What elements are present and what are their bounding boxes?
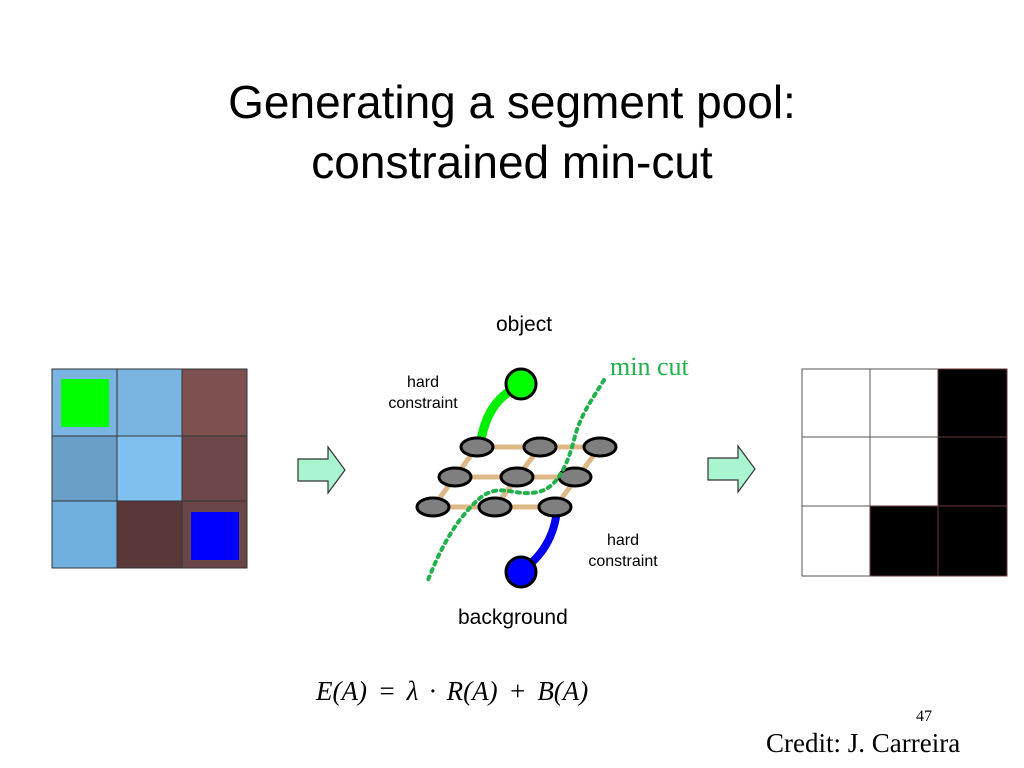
credit-text: Credit: J. Carreira <box>766 728 961 758</box>
hard-constraint-bottom-line-1: hard <box>606 532 640 549</box>
graph-node <box>459 436 495 458</box>
title-line-2: constrained min-cut <box>311 136 713 188</box>
input-cell <box>116 500 183 569</box>
right-arrow-icon <box>297 445 346 495</box>
page-number: 47 <box>916 708 932 725</box>
object-terminal-node <box>504 367 538 401</box>
output-cell <box>801 505 871 577</box>
output-cell <box>937 368 1008 438</box>
input-cell <box>181 368 248 437</box>
title-line-1: Generating a segment pool: <box>228 76 796 128</box>
graph-node <box>522 436 558 458</box>
output-mask-grid <box>801 368 1008 577</box>
input-cell <box>51 435 118 502</box>
graph-node <box>437 466 473 488</box>
background-seed-square <box>191 512 239 560</box>
hard-constraint-top-label: hard constraint <box>368 372 478 414</box>
hard-constraint-bottom-label: hard constraint <box>568 530 678 572</box>
min-cut-label: min cut <box>610 352 689 381</box>
object-seed-square <box>61 379 109 427</box>
graph-node <box>415 496 451 518</box>
object-label: object <box>496 313 553 336</box>
right-arrow-icon <box>707 444 756 494</box>
input-cell <box>51 500 118 569</box>
background-label: background <box>458 606 568 629</box>
graph-node <box>499 466 535 488</box>
graph-node <box>537 496 573 518</box>
hard-constraint-top-line-2: constraint <box>388 395 458 412</box>
output-cell <box>869 505 939 577</box>
graph-nodes <box>415 436 618 518</box>
output-cell <box>801 436 871 507</box>
input-cell <box>181 435 248 502</box>
energy-formula: E(A) = λ · R(A) + B(A) <box>316 676 589 706</box>
output-cell <box>869 436 939 507</box>
hard-constraint-bottom-line-2: constraint <box>588 553 658 570</box>
input-cell <box>116 368 183 437</box>
output-cell <box>937 436 1008 507</box>
hard-constraint-top-line-1: hard <box>406 374 440 391</box>
graph-node <box>582 436 618 458</box>
output-cell <box>937 505 1008 577</box>
slide-title: Generating a segment pool: constrained m… <box>0 72 1024 192</box>
graph-node <box>477 496 513 518</box>
min-cut-curve <box>426 378 606 582</box>
background-terminal-node <box>504 555 538 589</box>
input-image-grid <box>51 368 248 569</box>
output-cell <box>869 368 939 438</box>
output-cell <box>801 368 871 438</box>
input-cell <box>116 435 183 502</box>
